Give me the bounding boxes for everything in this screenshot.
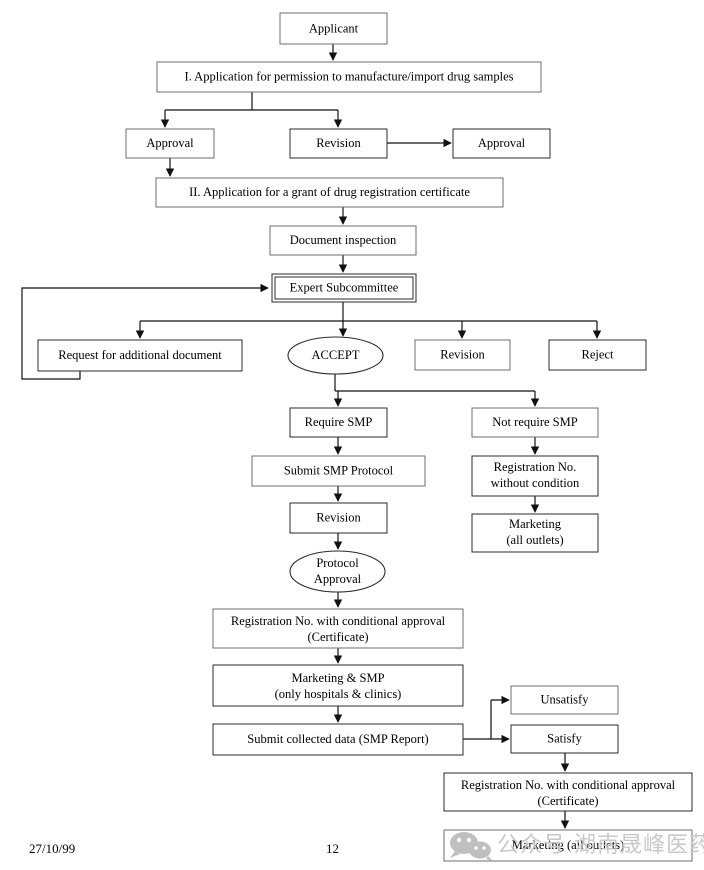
node-label-marketingsmp-line1: Marketing & SMP [291,671,384,685]
footer-page-number: 12 [326,841,339,856]
node-protocol-approval[interactable]: Protocol Approval [289,550,386,593]
node-reject[interactable]: Reject [548,339,647,371]
node-marketing-all-outlets-1[interactable]: Marketing (all outlets) [471,513,599,553]
node-marketing-all-outlets-2[interactable]: Marketing (all outlets) [443,829,693,862]
node-label-applicant: Applicant [309,21,359,35]
node-label-reject: Reject [582,347,614,361]
node-request-additional-document[interactable]: Request for additional document [37,339,243,372]
node-label-protocol-approval-line1: Protocol [316,556,359,570]
node-not-require-smp[interactable]: Not require SMP [471,407,599,438]
node-label-regcond1-line1: Registration No. with conditional approv… [231,614,446,628]
node-label-expert-subcommittee: Expert Subcommittee [290,280,399,294]
connector-layer [21,44,602,829]
node-label-marketing-all-1-line1: Marketing [509,517,562,531]
node-label-submit-collected-data: Submit collected data (SMP Report) [247,732,428,746]
node-satisfy[interactable]: Satisfy [510,724,619,754]
node-label-regcond1-line2: (Certificate) [307,630,368,644]
node-label-marketing-all-2: Marketing (all outlets) [512,838,624,852]
node-label-approval-1: Approval [146,136,194,150]
node-label-unsatisfy: Unsatisfy [541,692,590,706]
node-require-smp[interactable]: Require SMP [289,407,388,438]
node-registration-no-conditional-2[interactable]: Registration No. with conditional approv… [443,772,693,812]
node-label-request-additional-document: Request for additional document [58,348,222,362]
node-accept[interactable]: ACCEPT [287,336,384,375]
node-label-submit-smp-protocol: Submit SMP Protocol [284,463,394,477]
node-label-accept: ACCEPT [312,348,360,362]
node-label-application-part-2: II. Application for a grant of drug regi… [189,185,470,199]
node-unsatisfy[interactable]: Unsatisfy [510,685,619,715]
node-registration-no-conditional-1[interactable]: Registration No. with conditional approv… [212,608,464,649]
node-label-satisfy: Satisfy [547,731,582,745]
node-label-regcond2-line2: (Certificate) [537,794,598,808]
node-application-part-1[interactable]: I. Application for permission to manufac… [156,61,542,93]
footer-date: 27/10/99 [29,841,75,856]
node-application-part-2[interactable]: II. Application for a grant of drug regi… [155,177,504,208]
node-marketing-and-smp[interactable]: Marketing & SMP (only hospitals & clinic… [212,664,464,707]
node-label-marketing-all-1-line2: (all outlets) [506,533,563,547]
node-label-marketingsmp-line2: (only hospitals & clinics) [275,687,402,701]
node-label-regno-nocond-line1: Registration No. [494,460,577,474]
node-label-require-smp: Require SMP [305,415,373,429]
node-label-revision-3: Revision [316,510,361,524]
node-revision-1[interactable]: Revision [289,128,388,159]
node-label-not-require-smp: Not require SMP [492,415,577,429]
node-approval-2[interactable]: Approval [452,128,551,159]
node-label-protocol-approval-line2: Approval [314,572,362,586]
node-expert-subcommittee[interactable]: Expert Subcommittee [271,273,417,303]
node-applicant[interactable]: Applicant [279,12,388,45]
edge-requestdoc-feedback-loop [21,283,269,380]
node-label-approval-2: Approval [478,136,526,150]
node-label-application-part-1: I. Application for permission to manufac… [184,69,513,83]
node-submit-collected-data[interactable]: Submit collected data (SMP Report) [212,723,464,756]
node-label-revision-2: Revision [440,347,485,361]
node-label-regno-nocond-line2: without condition [491,476,580,490]
node-registration-no-without-condition[interactable]: Registration No. without condition [471,455,599,497]
node-document-inspection[interactable]: Document inspection [269,225,417,256]
node-submit-smp-protocol[interactable]: Submit SMP Protocol [251,455,426,487]
node-label-document-inspection: Document inspection [290,233,397,247]
footer: 27/10/99 12 [29,841,339,856]
node-approval-1[interactable]: Approval [125,128,215,159]
node-label-revision-1: Revision [316,136,361,150]
node-revision-2[interactable]: Revision [414,339,511,371]
node-revision-3[interactable]: Revision [289,502,388,534]
node-label-regcond2-line1: Registration No. with conditional approv… [461,778,676,792]
node-layer: Applicant I. Application for permission … [37,12,693,862]
